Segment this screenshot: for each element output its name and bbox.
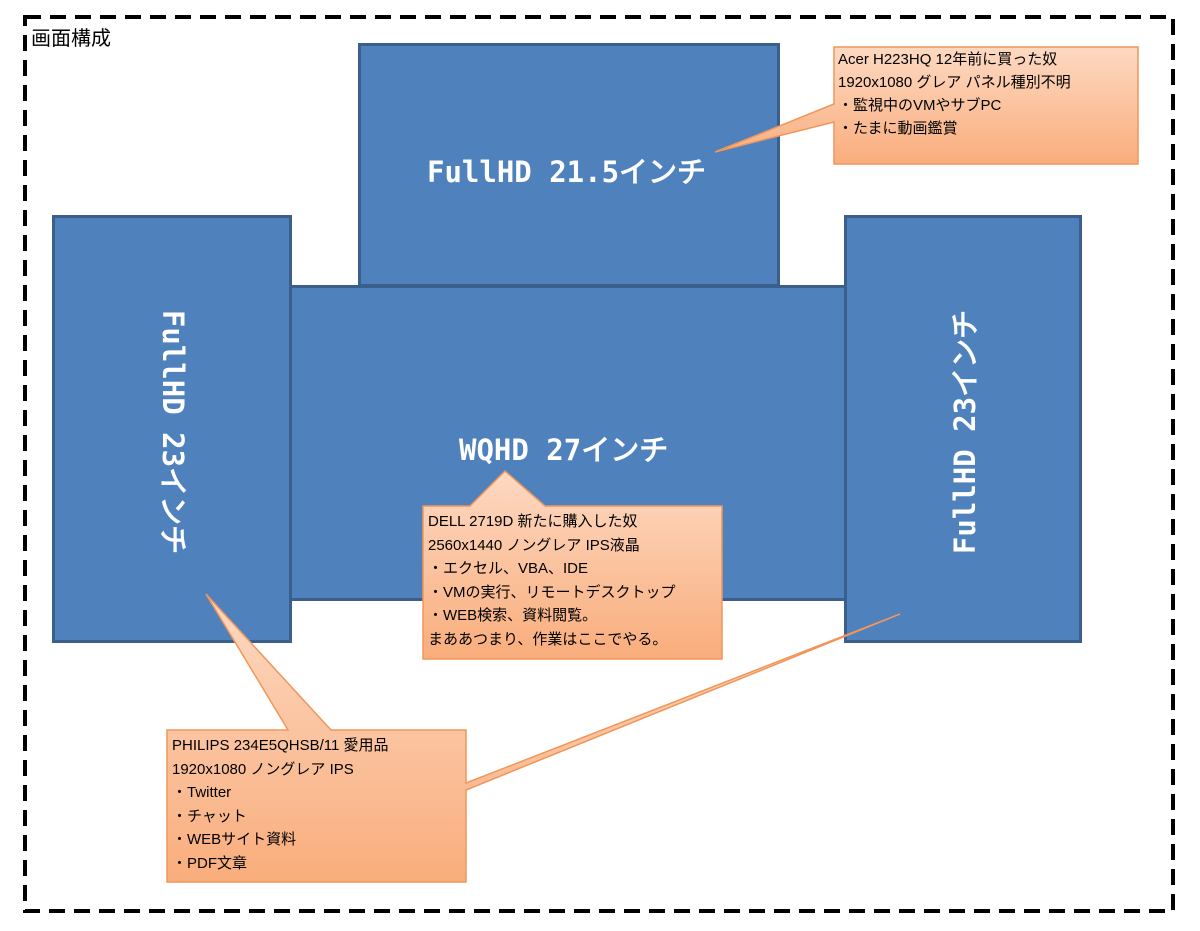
monitor-left: FullHD 23インチ xyxy=(52,215,292,643)
callout-philips-line: ・チャット xyxy=(172,807,247,825)
monitor-top: FullHD 21.5インチ xyxy=(358,43,780,287)
callout-philips-line: ・PDF文章 xyxy=(172,854,248,872)
callout-acer-line: ・たまに動画鑑賞 xyxy=(838,120,958,137)
callout-philips-line: PHILIPS 234E5QHSB/11 愛用品 xyxy=(172,737,389,754)
callout-dell-line: まああつまり、作業はここでやる。 xyxy=(428,630,668,648)
frame-title: 画面構成 xyxy=(31,26,111,50)
callout-philips-line: ・Twitter xyxy=(172,784,232,801)
callout-dell-line: ・エクセル、VBA、IDE xyxy=(428,560,589,577)
callout-dell-line: DELL 2719D 新たに購入した奴 xyxy=(428,513,638,530)
callout-acer-text: Acer H223HQ 12年前に買った奴 1920x1080 グレア パネル種… xyxy=(838,48,1071,140)
callout-philips-line: 1920x1080 ノングレア IPS xyxy=(172,760,354,778)
callout-philips-line: ・WEBサイト資料 xyxy=(172,831,297,848)
dashed-frame xyxy=(23,15,1175,913)
monitor-right-label: FullHD 23インチ xyxy=(948,309,982,555)
monitor-right: FullHD 23インチ xyxy=(844,215,1082,643)
callout-dell-line: ・VMの実行、リモートデスクトップ xyxy=(428,583,676,601)
callout-dell-text: DELL 2719D 新たに購入した奴 2560x1440 ノングレア IPS液… xyxy=(428,510,676,651)
monitor-top-label: FullHD 21.5インチ xyxy=(427,155,707,189)
monitor-center-label: WQHD 27インチ xyxy=(459,433,669,467)
callout-dell-line: 2560x1440 ノングレア IPS液晶 xyxy=(428,536,640,554)
callout-dell-line: ・WEB検索、資料閲覧。 xyxy=(428,607,598,624)
callout-acer-line: 1920x1080 グレア パネル種別不明 xyxy=(838,74,1071,91)
monitor-left-label: FullHD 23インチ xyxy=(156,309,190,555)
callout-acer-line: ・監視中のVMやサブPC xyxy=(838,97,1002,114)
callout-philips-text: PHILIPS 234E5QHSB/11 愛用品 1920x1080 ノングレア… xyxy=(172,734,388,875)
callout-acer-line: Acer H223HQ 12年前に買った奴 xyxy=(838,51,1058,68)
